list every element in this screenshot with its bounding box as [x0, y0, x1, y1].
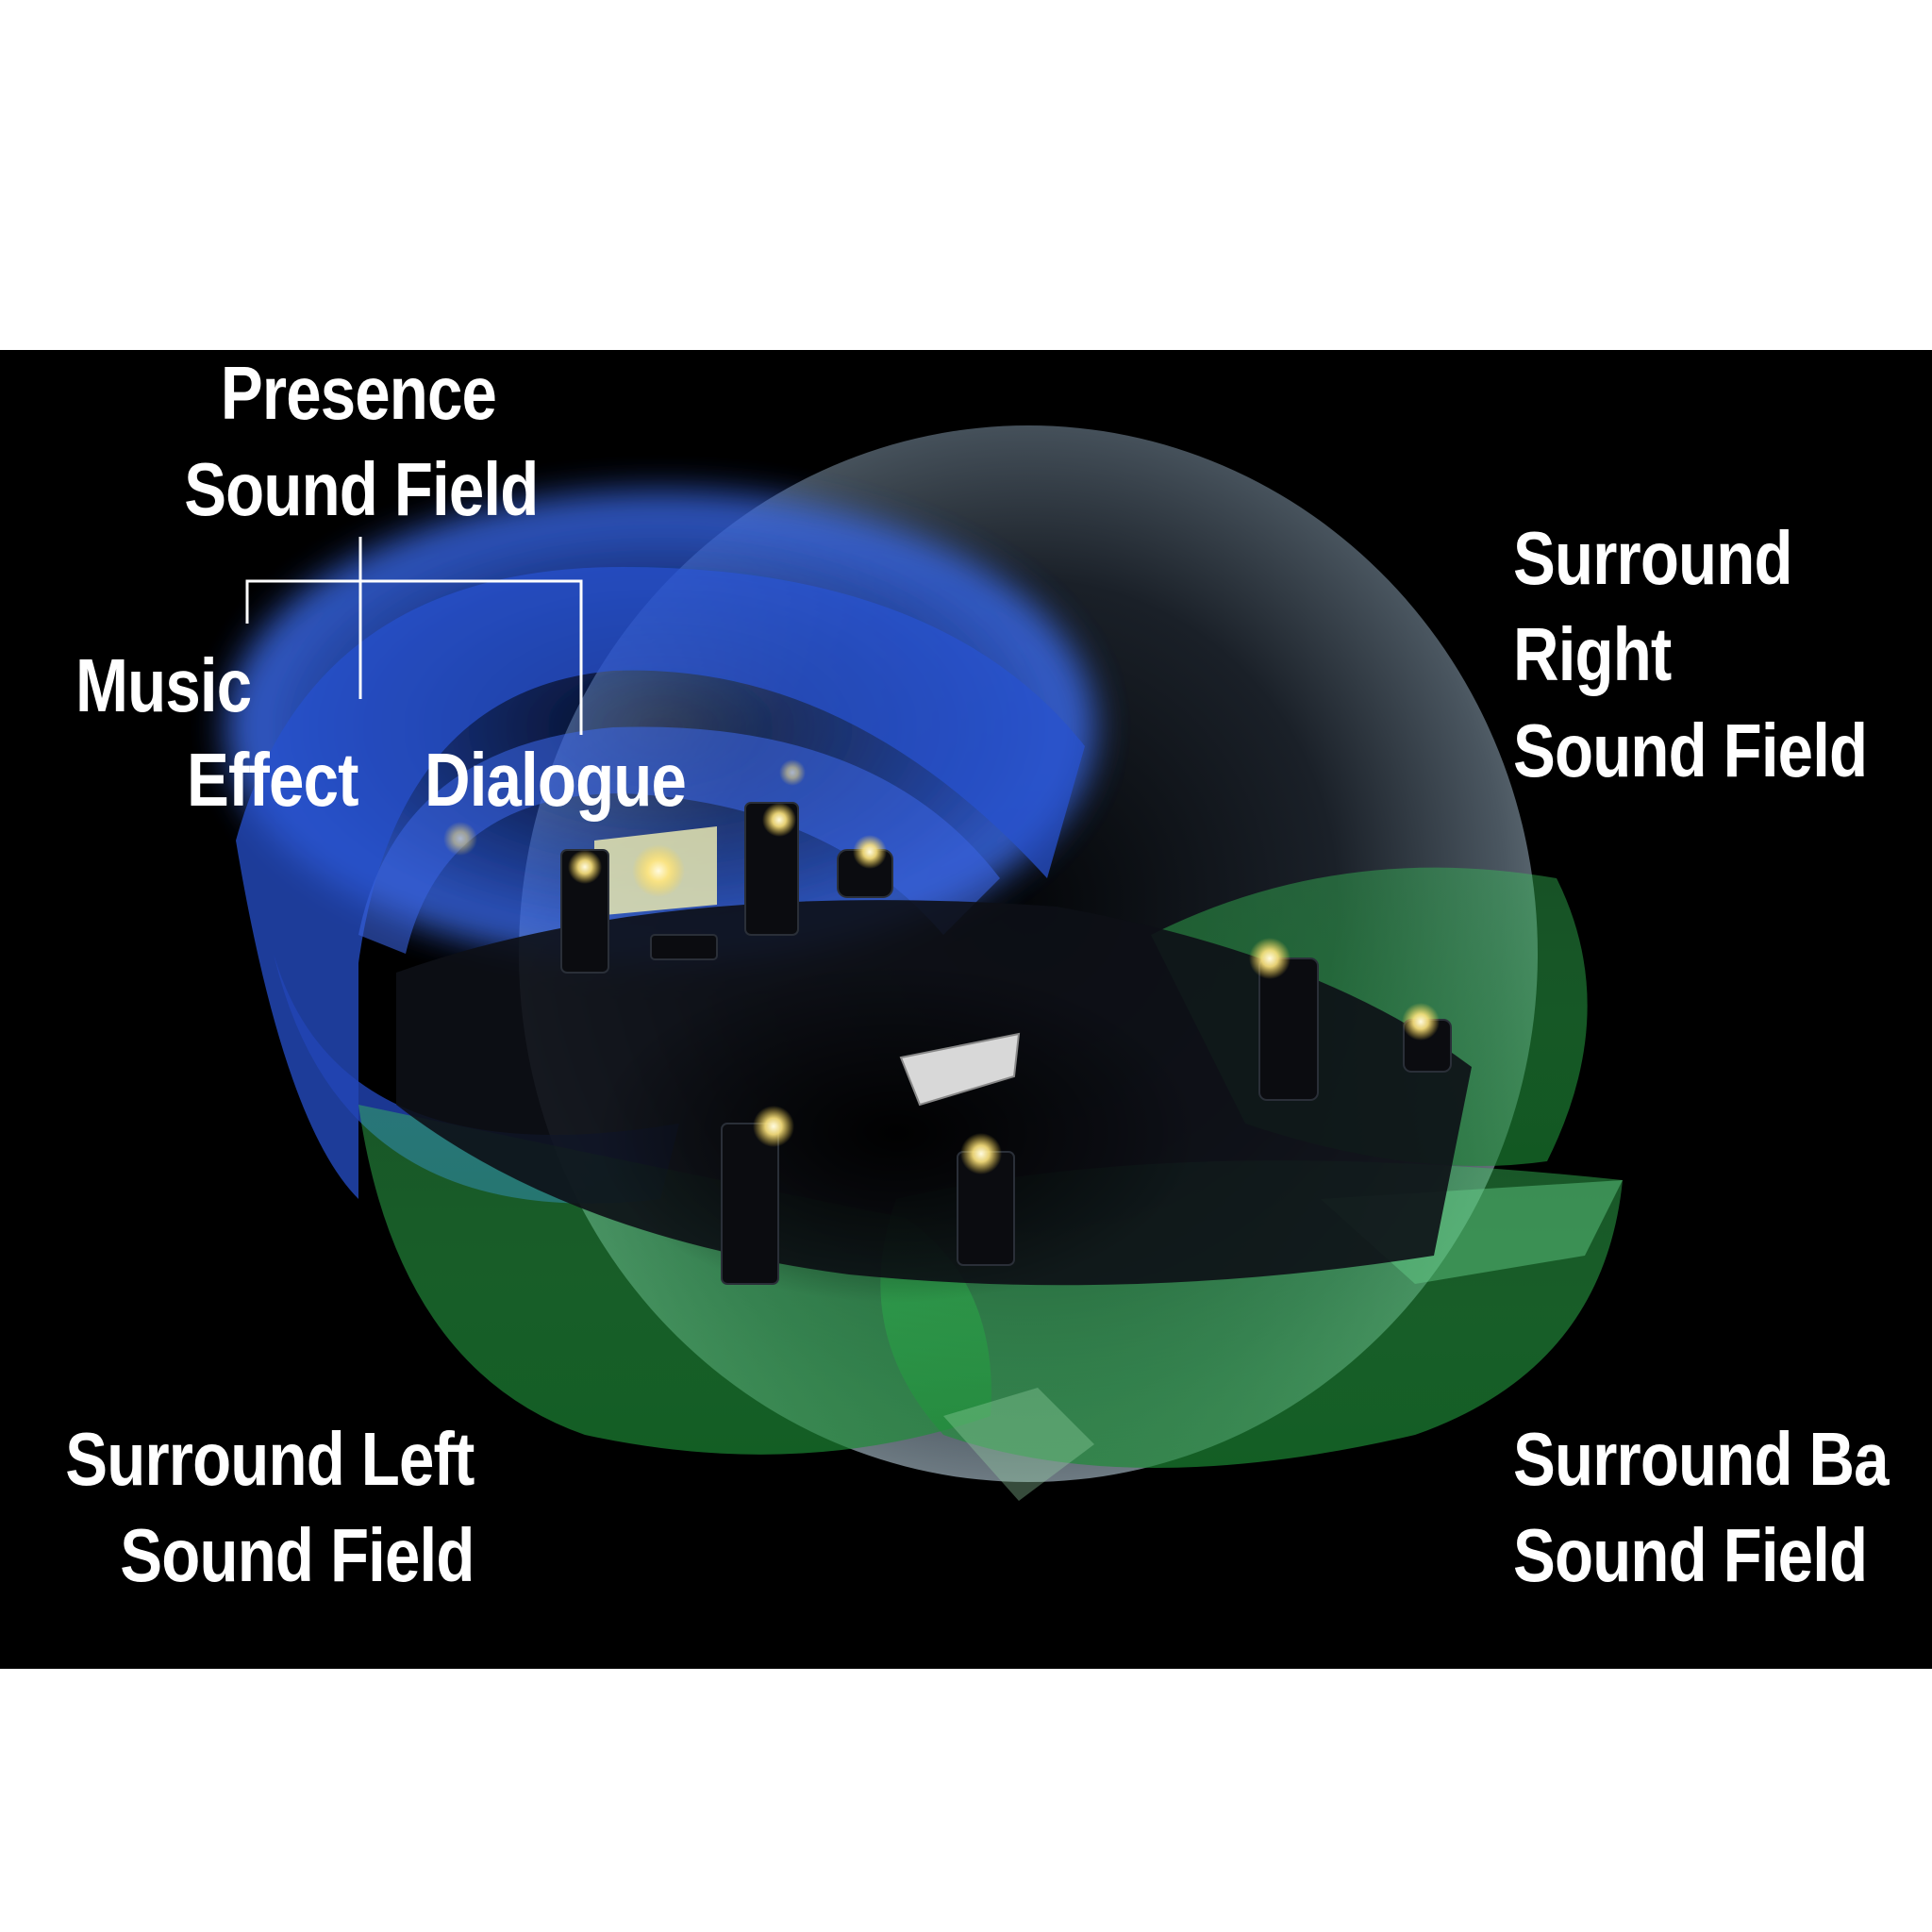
presence-label-line-1: Presence	[220, 351, 497, 435]
presence-sound-field-label: Presence Sound Field	[184, 350, 539, 538]
surround-right-label-line-2: Right	[1513, 612, 1672, 696]
diagram-panel: Presence Sound Field Music Effect Dialog…	[0, 350, 1932, 1669]
surround-left-sound-field-label: Surround Left Sound Field	[11, 1411, 475, 1604]
label-connectors	[245, 537, 583, 735]
surround-left-label-line-1: Surround Left	[65, 1417, 475, 1501]
sound-field-illustration	[226, 425, 1623, 1501]
surround-right-label-line-1: Surround	[1513, 516, 1792, 600]
surround-right-speaker	[1258, 958, 1319, 1101]
surround-left-label-line-2: Sound Field	[120, 1513, 475, 1597]
speaker-glows	[443, 759, 1440, 1174]
surround-back-left-speaker	[721, 1123, 779, 1285]
speakers	[560, 802, 1452, 1285]
center-speaker	[650, 934, 718, 960]
dialogue-label: Dialogue	[425, 738, 687, 822]
surround-left-field	[358, 1105, 991, 1455]
surround-back-sound-field-label: Surround Ba Sound Field	[1513, 1411, 1890, 1604]
music-label: Music	[75, 643, 252, 727]
listener-chair	[899, 1032, 1021, 1107]
front-right-speaker	[744, 802, 799, 936]
surround-back-label-line-1: Surround Ba	[1513, 1417, 1890, 1501]
surround-right-label-line-3: Sound Field	[1513, 708, 1868, 792]
effect-label: Effect	[187, 738, 359, 822]
surround-right-sound-field-label: Surround Right Sound Field	[1513, 510, 1868, 799]
projection-screen	[594, 826, 717, 916]
surround-back-label-line-2: Sound Field	[1513, 1513, 1868, 1597]
presence-label-line-2: Sound Field	[184, 447, 539, 531]
